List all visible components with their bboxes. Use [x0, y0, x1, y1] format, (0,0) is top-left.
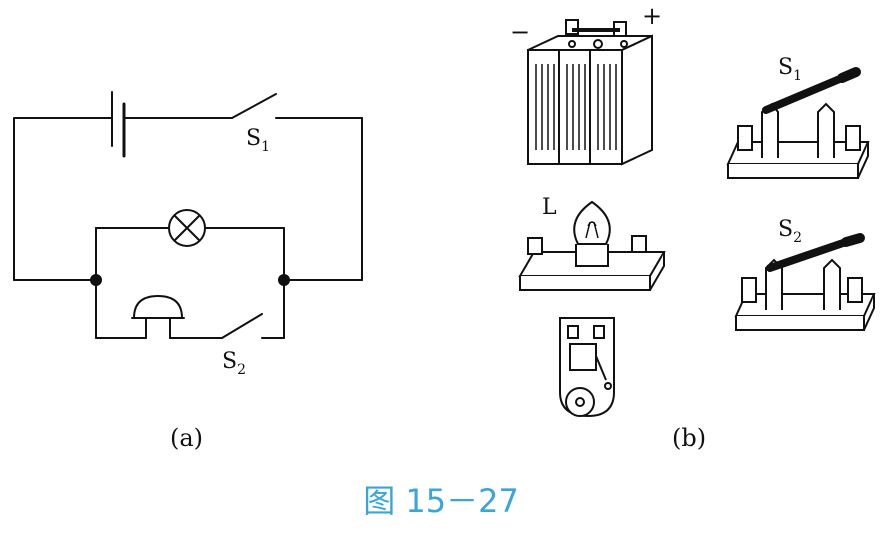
- switch-s1-blade: [231, 93, 277, 119]
- junction-right: [278, 274, 290, 286]
- label-s1-circuit: S1: [246, 126, 270, 155]
- battery-plus-label: +: [642, 2, 662, 30]
- lamp-label: L: [542, 195, 557, 220]
- switch-s1-apparatus: [726, 67, 870, 179]
- lamp-apparatus: [518, 200, 666, 291]
- lamp-cross-2: [174, 215, 200, 241]
- circuit-diagram: [13, 91, 363, 339]
- label-part-b: (b): [672, 424, 706, 452]
- label-part-a: (a): [170, 424, 203, 452]
- label-s1-device: S1: [778, 55, 802, 84]
- figure-caption: 图 15－27: [363, 482, 519, 520]
- label-s2-device: S2: [778, 217, 802, 246]
- bell-symbol: [131, 294, 185, 339]
- label-s2-circuit: S2: [222, 349, 246, 378]
- switch-s2-blade: [221, 313, 263, 339]
- battery-minus-label: −: [510, 18, 530, 46]
- lamp-symbol: [168, 209, 206, 247]
- wire-top-left: [13, 117, 113, 281]
- battery-apparatus: [527, 19, 653, 166]
- switch-s2-apparatus: [734, 233, 876, 331]
- junction-left: [90, 274, 102, 286]
- bell-apparatus: [559, 317, 615, 418]
